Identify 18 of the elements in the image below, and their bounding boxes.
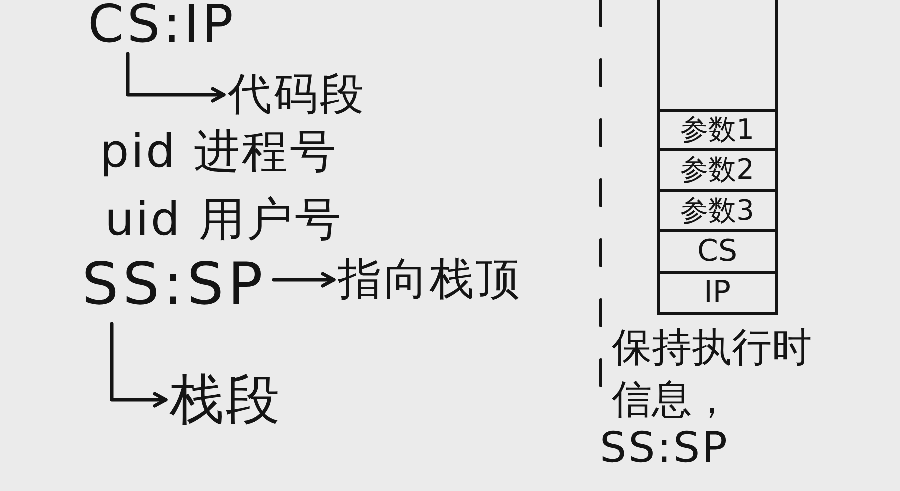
note-text: SS:SP (600, 425, 730, 472)
register-label: CS:IP (88, 0, 250, 50)
stack-cell: 参数1 (657, 109, 778, 151)
note-label: 指向栈顶 (338, 252, 534, 308)
note-text: 保持执行时信息， (612, 324, 813, 425)
note-text: pid 进程号 (100, 126, 338, 177)
arrow (110, 322, 168, 408)
stack-cell: IP (657, 271, 778, 315)
note-text: uid 用户号 (105, 194, 343, 245)
arrow (272, 272, 336, 288)
stack-cell (657, 0, 778, 112)
arrow (126, 52, 226, 103)
register-label: SS:SP (82, 248, 272, 320)
stack-cell: 参数2 (657, 148, 778, 192)
note-label: 代码段 (228, 68, 378, 122)
note-label: 栈段 (170, 370, 310, 430)
stack-cell: 参数3 (657, 189, 778, 232)
stack-cell: CS (657, 229, 778, 274)
